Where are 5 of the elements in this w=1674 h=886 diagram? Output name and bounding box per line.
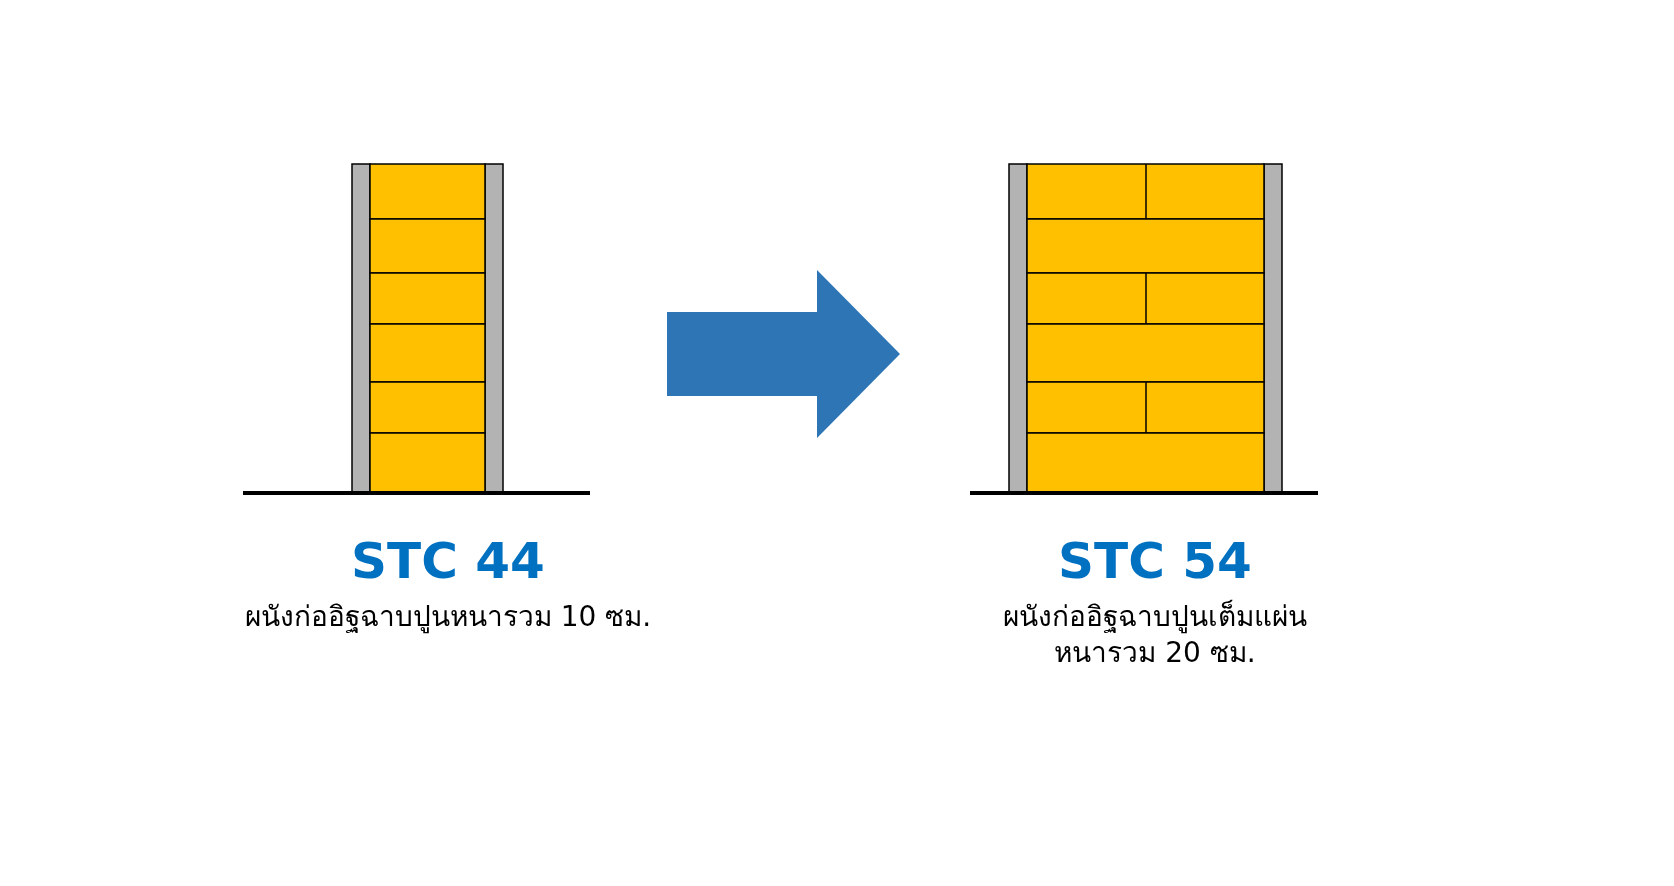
wall-description: ผนังก่ออิฐฉาบปูนเต็มแผ่น หนารวม 20 ซม. — [1002, 599, 1308, 672]
block-arrow — [667, 270, 900, 438]
wall-description: ผนังก่ออิฐฉาบปูนหนารวม 10 ซม. — [244, 599, 652, 636]
sound-rating-heading: STC 44 — [351, 534, 545, 589]
sound-rating-heading: STC 54 — [1058, 534, 1252, 589]
